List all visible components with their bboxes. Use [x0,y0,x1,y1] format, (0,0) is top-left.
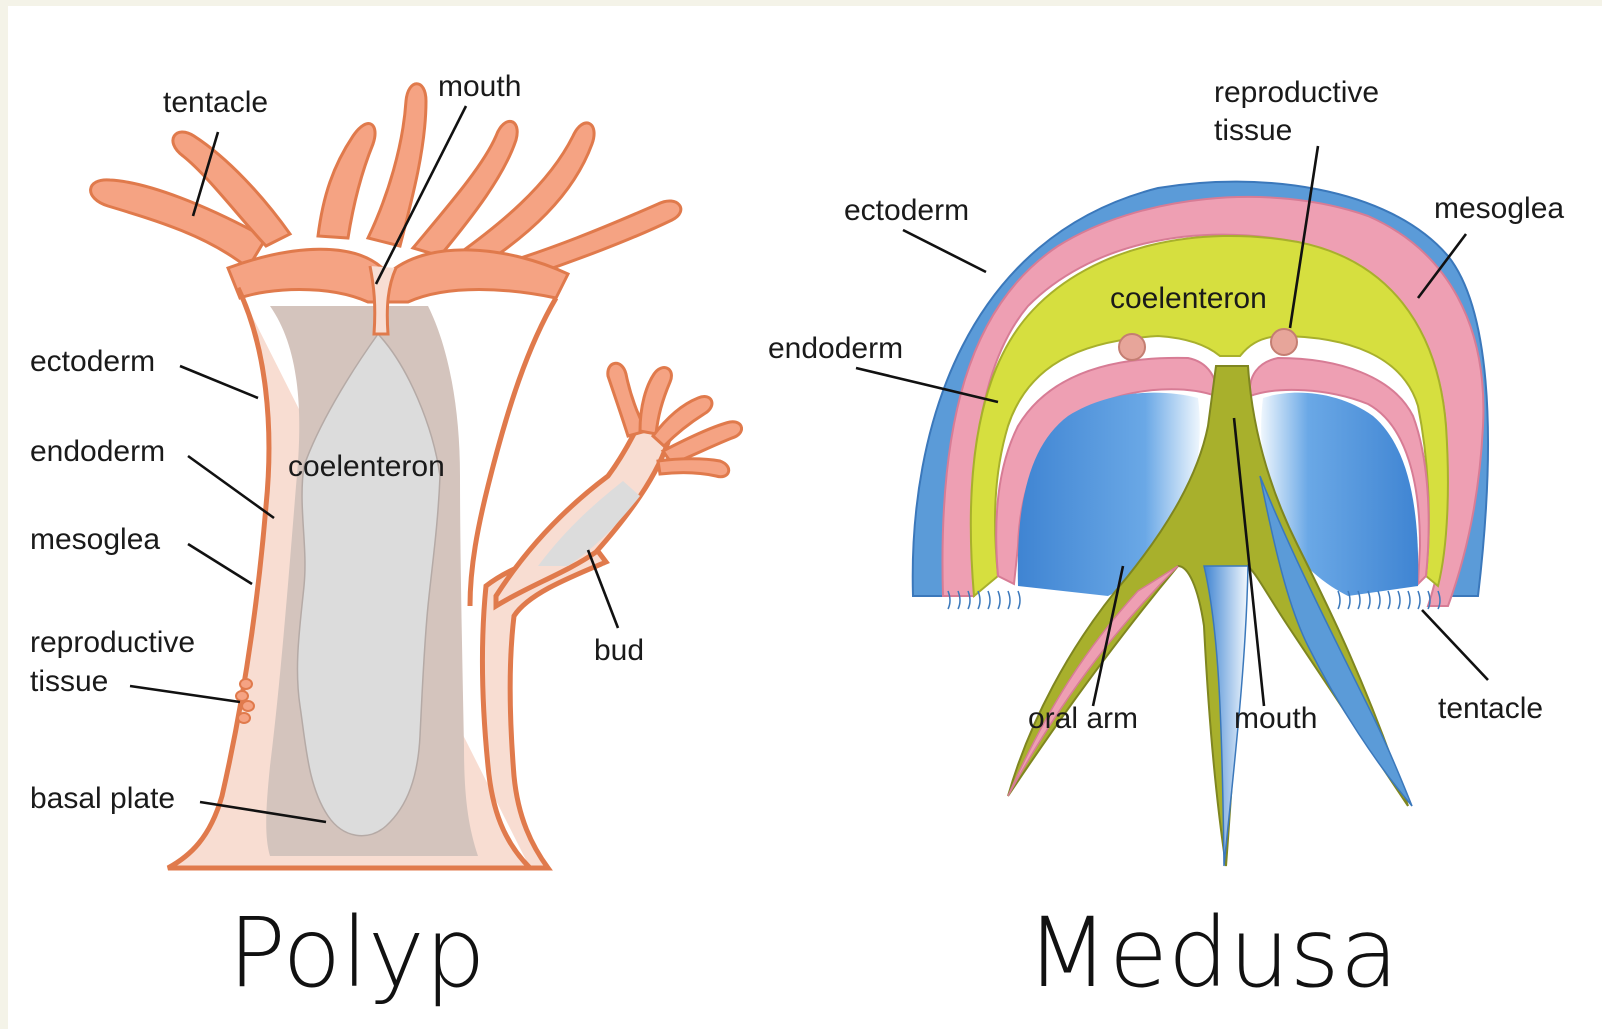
medusa-label-endoderm: endoderm [768,332,903,365]
diagram-canvas: tentacle mouth ectoderm endoderm coelent… [8,6,1602,1029]
polyp-bud [496,363,742,606]
polyp-label-endoderm: endoderm [30,435,165,468]
medusa-reproductive-tissue-left [1119,334,1145,360]
medusa-label-mesoglea: mesoglea [1434,192,1564,225]
medusa-label-reproductive: reproductive [1214,76,1379,109]
medusa-reproductive-tissue-right [1271,329,1297,355]
polyp-label-mouth: mouth [438,70,521,103]
medusa-tentacle-fringe [948,591,1440,609]
medusa-oral-arm-pink-left [1008,566,1178,796]
medusa-label-oral-arm: oral arm [1028,702,1138,735]
medusa-title: Medusa [1026,897,1399,1009]
cnidarian-body-forms-diagram: tentacle mouth ectoderm endoderm coelent… [8,6,1602,1029]
polyp-label-tissue: tissue [30,665,108,698]
medusa-figure: reproductive tissue ectoderm mesoglea co… [768,76,1564,1009]
polyp-label-ectoderm: ectoderm [30,345,155,378]
polyp-label-mesoglea: mesoglea [30,523,160,556]
polyp-oral-disc [228,249,568,302]
polyp-label-reproductive: reproductive [30,626,195,659]
polyp-title: Polyp [228,897,486,1009]
polyp-label-coelenteron: coelenteron [288,450,445,483]
medusa-label-ectoderm: ectoderm [844,194,969,227]
medusa-label-tentacle: tentacle [1438,692,1543,725]
medusa-label-mouth: mouth [1234,702,1317,735]
medusa-label-tissue: tissue [1214,114,1292,147]
polyp-figure: tentacle mouth ectoderm endoderm coelent… [30,70,742,1009]
medusa-label-coelenteron: coelenteron [1110,282,1267,315]
polyp-label-bud: bud [594,634,644,667]
polyp-label-basal-plate: basal plate [30,782,175,815]
polyp-label-tentacle: tentacle [163,86,268,119]
